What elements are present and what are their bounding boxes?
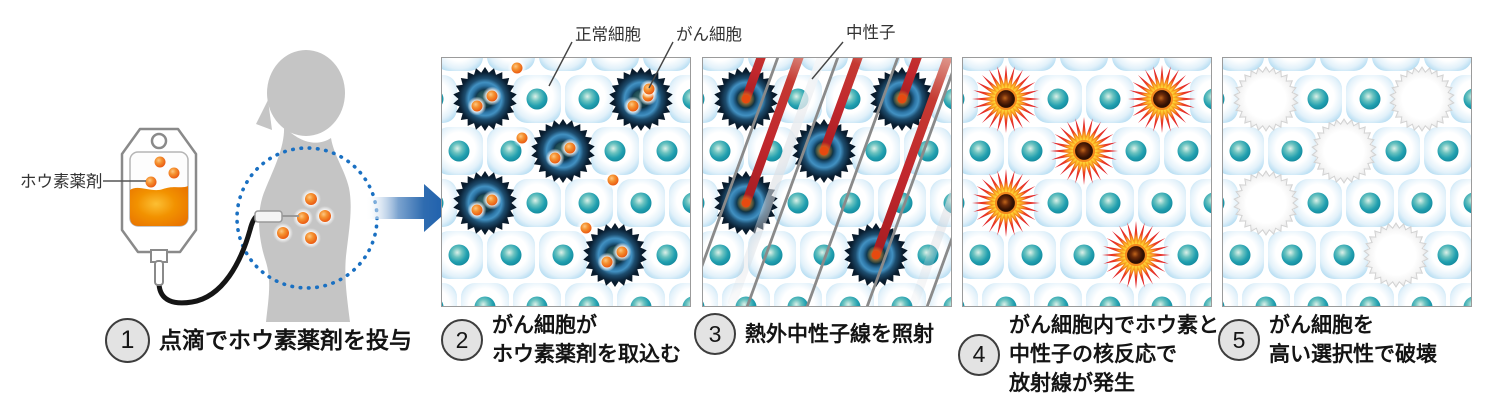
boron-dots-in-bag [145, 156, 180, 188]
boron-dots-in-body [273, 189, 335, 248]
normal-cell-label: 正常細胞 [575, 26, 641, 44]
iv-infusion-scene [103, 50, 451, 322]
panel-step3-irradiation [702, 57, 952, 307]
neutron-label: 中性子 [846, 24, 896, 42]
step1-caption: 1 点滴でホウ素薬剤を投与 [105, 318, 412, 363]
step4-caption-text: がん細胞内でホウ素と 中性子の核反応で 放射線が発生 [1009, 314, 1219, 395]
boron-drug-label: ホウ素薬剤 [20, 173, 103, 191]
step1-number-badge: 1 [105, 318, 150, 363]
iv-bag-icon [120, 127, 198, 286]
step4-number-badge: 4 [958, 333, 1000, 376]
patient-silhouette [256, 50, 351, 322]
step2-caption-text: がん細胞が ホウ素薬剤を取込む [492, 314, 681, 366]
cell-grid-destroyed [1223, 58, 1471, 306]
boron-liquid [130, 186, 188, 226]
panel-step2-uptake [441, 57, 691, 307]
panel-step5-destroyed [1222, 57, 1472, 307]
cell-grid-uptake [442, 58, 690, 306]
step3-caption: 3 熱外中性子線を照射 [694, 313, 934, 355]
step3-number-badge: 3 [694, 313, 736, 355]
panel-step4-reaction [962, 57, 1212, 307]
step5-caption-text: がん細胞を 高い選択性で破壊 [1269, 314, 1437, 366]
step2-number-badge: 2 [441, 319, 483, 361]
bag-hanger-hole [150, 132, 168, 150]
catheter-connector [254, 210, 283, 223]
step3-caption-text: 熱外中性子線を照射 [745, 322, 934, 346]
step5-number-badge: 5 [1218, 319, 1260, 361]
cell-grid-irradiation [703, 58, 951, 306]
step5-caption: 5 がん細胞を 高い選択性で破壊 [1218, 311, 1437, 369]
step1-caption-text: 点滴でホウ素薬剤を投与 [159, 327, 412, 353]
flow-arrow-right-icon [366, 184, 451, 232]
cell-grid-reaction [963, 58, 1211, 306]
cancer-cell-label: がん細胞 [676, 26, 742, 44]
iv-tube [156, 210, 299, 306]
step2-caption: 2 がん細胞が ホウ素薬剤を取込む [441, 311, 681, 369]
step4-caption: 4 がん細胞内でホウ素と 中性子の核反応で 放射線が発生 [958, 311, 1219, 398]
